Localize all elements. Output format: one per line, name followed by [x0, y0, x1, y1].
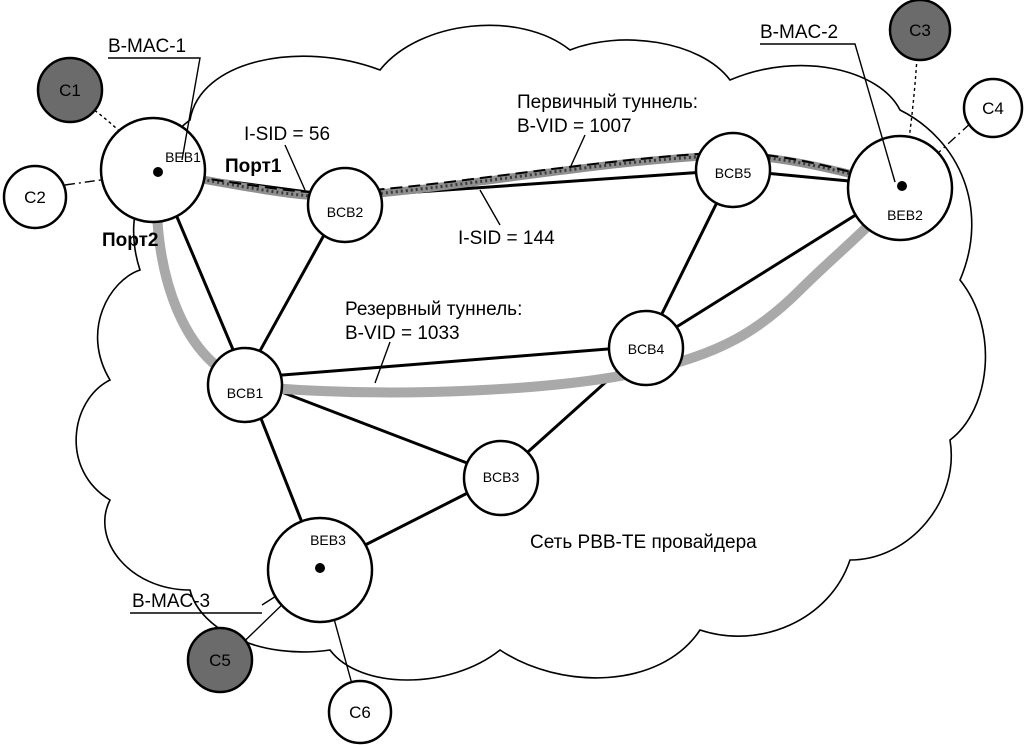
backup-tunnel-path	[151, 167, 907, 398]
primary-tunnel-dots	[157, 153, 903, 199]
bmac1-annotation: B-MAC-1	[108, 36, 186, 57]
customer-c3[interactable]: C3	[888, 0, 952, 62]
port1-annotation: Порт1	[225, 156, 282, 177]
node-bcb4[interactable]: BCB4	[607, 309, 685, 387]
c4-label: C4	[982, 99, 1004, 118]
node-bcb1[interactable]: BCB1	[206, 346, 284, 424]
node-bcb3[interactable]: BCB3	[462, 439, 540, 517]
customer-c4[interactable]: C4	[962, 77, 1024, 139]
bmac3-annotation: B-MAC-3	[132, 591, 210, 612]
bcb5-label: BCB5	[715, 165, 752, 181]
beb3-label: BEB3	[310, 532, 346, 548]
primary-tunnel-bvid: B-VID = 1007	[517, 116, 632, 137]
primary-leader	[569, 134, 586, 169]
bcb2-label: BCB2	[327, 204, 364, 220]
isid144-leader	[479, 189, 501, 226]
service-instance-line	[157, 150, 903, 194]
primary-tunnel-title: Первичный туннель:	[517, 92, 698, 113]
backup-leader	[374, 341, 391, 384]
isid56-leader	[284, 144, 306, 191]
bmac2-annotation: B-MAC-2	[760, 22, 838, 43]
beb2-label: BEB2	[887, 207, 923, 223]
c6-label: C6	[349, 703, 371, 722]
isid56-annotation: I-SID = 56	[244, 124, 330, 145]
link-bcb1-bcb3	[244, 376, 502, 478]
customer-c1[interactable]: C1	[36, 56, 104, 124]
network-caption: Сеть PBB-TE провайдера	[530, 532, 757, 553]
bcb3-label: BCB3	[483, 469, 520, 485]
backup-tunnel-title: Резервный туннель:	[345, 299, 522, 320]
bcb4-label: BCB4	[628, 341, 665, 357]
bcb1-label: BCB1	[227, 385, 264, 401]
link-bcb1-bcb4	[244, 344, 647, 380]
c2-label: C2	[24, 188, 46, 207]
customer-c5[interactable]: C5	[186, 626, 254, 694]
node-bcb2[interactable]: BCB2	[306, 166, 384, 244]
annotation-leaders	[108, 43, 896, 614]
c3-label: C3	[909, 21, 931, 40]
isid144-annotation: I-SID = 144	[458, 228, 555, 249]
backup-tunnel-bvid: B-VID = 1033	[345, 323, 460, 344]
port2-annotation: Порт2	[102, 230, 159, 251]
c5-label: C5	[209, 651, 231, 670]
bmac1-leader	[108, 57, 201, 161]
c1-label: C1	[59, 81, 81, 100]
node-beb2[interactable]: BEB2	[846, 134, 954, 242]
customer-c6[interactable]: C6	[327, 679, 393, 745]
node-beb3[interactable]: BEB3	[266, 516, 374, 624]
customer-c2[interactable]: C2	[2, 164, 68, 230]
node-beb1[interactable]: BEB1	[99, 116, 207, 224]
node-bcb5[interactable]: BCB5	[694, 131, 772, 209]
bmac2-leader	[760, 43, 896, 183]
